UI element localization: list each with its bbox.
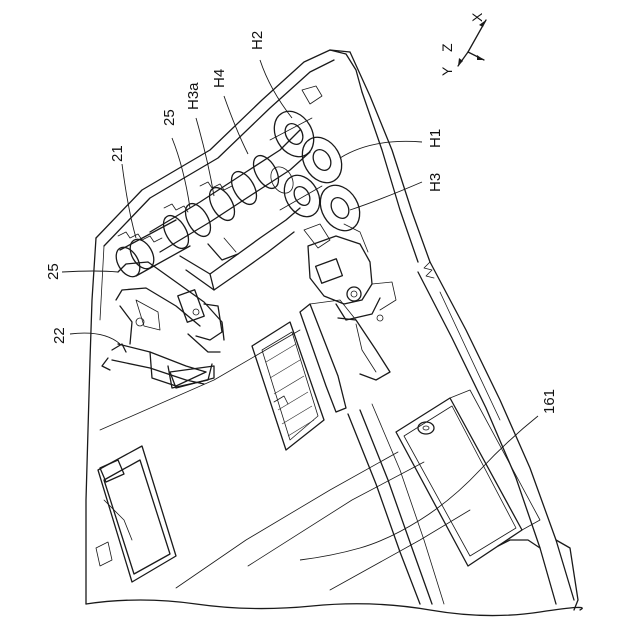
leader-25-left xyxy=(62,271,118,272)
hatched-recess xyxy=(252,322,324,450)
label-25-top: 25 xyxy=(161,109,178,126)
label-h1: H1 xyxy=(427,129,444,148)
label-h4: H4 xyxy=(211,69,228,88)
leader-25-top xyxy=(172,138,190,208)
axis-indicator: X Z Y xyxy=(439,12,486,76)
leader-h3 xyxy=(350,182,422,210)
roller-shaft-assembly xyxy=(118,130,310,290)
label-22: 22 xyxy=(51,327,68,344)
label-21: 21 xyxy=(109,145,126,162)
leader-h2 xyxy=(260,60,292,118)
leader-21 xyxy=(122,164,136,238)
pickup-unit xyxy=(102,220,224,388)
label-161: 161 xyxy=(541,389,558,414)
x-axis-label: X xyxy=(469,12,485,22)
housing-frame xyxy=(86,50,582,616)
guide-lever xyxy=(300,300,390,412)
label-h2: H2 xyxy=(249,31,266,50)
front-handle-slot xyxy=(96,446,176,582)
label-h3a: H3a xyxy=(185,82,202,110)
leader-lines xyxy=(62,60,538,560)
latch-mechanism xyxy=(308,224,434,321)
leader-22 xyxy=(70,333,120,344)
y-axis-label: Y xyxy=(439,66,455,76)
z-axis-label: Z xyxy=(439,43,455,52)
leader-h1 xyxy=(340,141,422,158)
label-h3: H3 xyxy=(427,173,444,192)
leader-161 xyxy=(300,416,538,560)
label-25-left: 25 xyxy=(45,263,62,280)
